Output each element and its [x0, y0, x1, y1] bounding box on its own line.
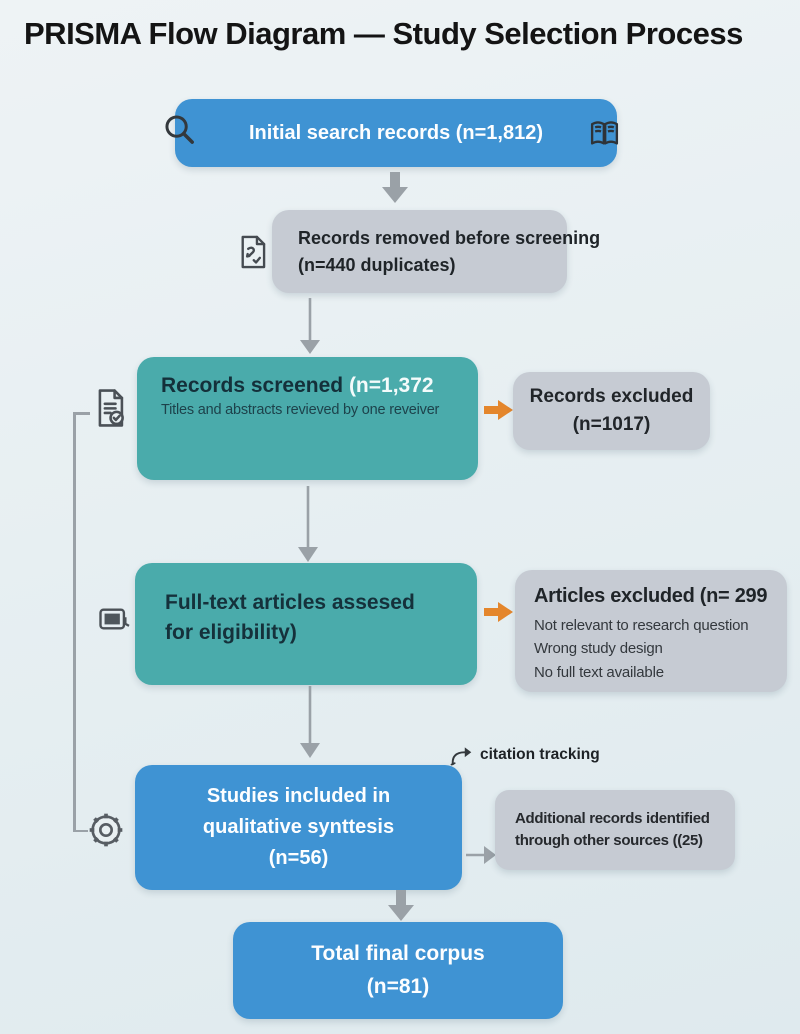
- total-corpus-line1: Total final corpus: [311, 941, 485, 965]
- arrow-right-orange-icon: [484, 599, 514, 625]
- fulltext-line1: Full-text articles assesed: [165, 591, 415, 614]
- records-screened-count: (n=1,372: [348, 374, 434, 397]
- records-excluded-line1: Records excluded: [529, 385, 694, 407]
- node-fulltext-assessed: Full-text articles assesed for eligibili…: [135, 563, 477, 685]
- gear-icon: [86, 810, 126, 850]
- total-corpus-line2: (n=81): [366, 974, 430, 998]
- articles-excluded-reason: Not relevant to research question: [534, 617, 749, 634]
- studies-included-line3: (n=56): [268, 847, 329, 869]
- articles-excluded-reason: Wrong study design: [534, 640, 663, 658]
- studies-included-line1: Studies included in: [206, 785, 391, 807]
- node-records-removed: Records removed before screening (n=440 …: [272, 210, 601, 293]
- connector-rail-bottom: [73, 829, 88, 832]
- records-removed-line1: Records removed before screening: [298, 228, 601, 249]
- records-screened-title-dark: Records screened: [161, 374, 349, 397]
- articles-excluded-title: Articles excluded (n= 299: [534, 585, 768, 607]
- node-additional-records: Additional records identified through ot…: [495, 790, 735, 870]
- records-excluded-line2: (n=1017): [572, 414, 651, 435]
- book-icon: [588, 117, 621, 150]
- node-initial-search-label: Initial search records (n=1,812): [248, 121, 544, 144]
- arrow-down-icon: [382, 172, 408, 204]
- records-screened-title: Records screened (n=1,372: [161, 374, 478, 398]
- arrow-down-icon: [299, 298, 321, 354]
- additional-records-line1: Additional records identified: [515, 809, 710, 827]
- citation-tracking-label: citation tracking: [480, 746, 600, 763]
- records-removed-line2: (n=440 duplicates): [298, 254, 456, 275]
- node-records-screened: Records screened (n=1,372 Titles and abs…: [137, 357, 478, 480]
- page-title: PRISMA Flow Diagram — Study Selection Pr…: [24, 16, 743, 51]
- arrow-down-icon: [299, 686, 321, 758]
- connector-rail-vertical: [73, 412, 76, 832]
- articles-excluded-reason: No full text available: [534, 663, 664, 681]
- document-check-icon: [88, 386, 132, 430]
- records-screened-subtitle: Titles and abstracts revieved by one rev…: [161, 402, 440, 418]
- fulltext-line2: for eligibility): [165, 621, 297, 645]
- document-sync-icon: [234, 233, 272, 271]
- citation-arrow-icon: [448, 744, 474, 766]
- node-initial-search: Initial search records (n=1,812): [175, 99, 617, 167]
- node-articles-excluded: Articles excluded (n= 299 Not relevant t…: [515, 570, 787, 692]
- video-camera-icon: [96, 601, 132, 637]
- node-records-excluded: Records excluded (n=1017): [513, 372, 710, 450]
- node-total-corpus: Total final corpus (n=81): [233, 922, 563, 1019]
- search-icon: [162, 112, 196, 146]
- connector-rail-top: [73, 412, 90, 415]
- arrow-right-orange-icon: [484, 397, 514, 423]
- arrow-down-icon: [297, 486, 319, 562]
- arrow-right-icon: [466, 844, 496, 866]
- node-studies-included: Studies included in qualitative synttesi…: [135, 765, 462, 890]
- additional-records-line2: through other sources ((25): [515, 832, 703, 849]
- studies-included-line2: qualitative synttesis: [202, 816, 395, 838]
- arrow-down-icon: [388, 890, 414, 922]
